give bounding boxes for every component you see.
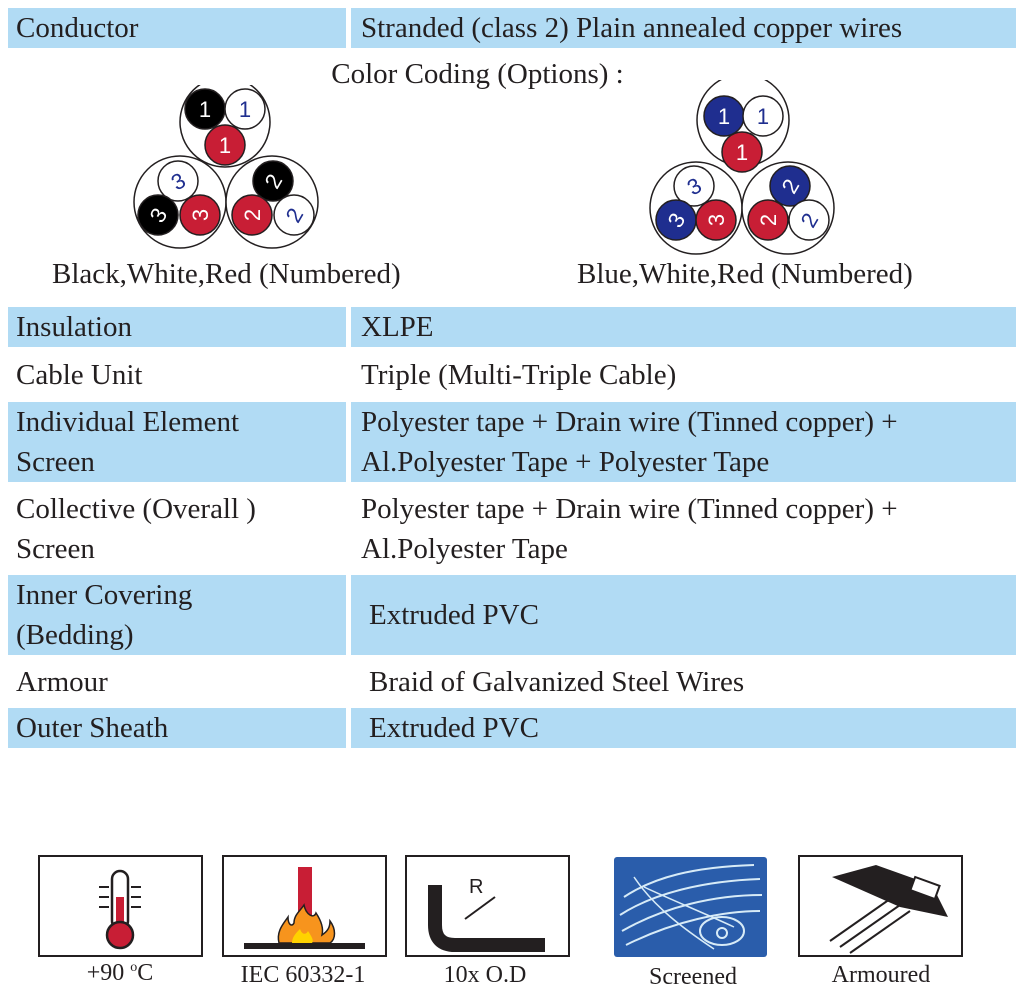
- num-2c: 2: [240, 209, 265, 221]
- num-1b: 1: [239, 97, 251, 122]
- color-option-caption-2: Blue,White,Red (Numbered): [577, 258, 913, 290]
- insulation-label: Insulation: [8, 307, 346, 347]
- triple-1: 1 1 1: [179, 85, 271, 168]
- row-outer-sheath: Outer Sheath Extruded PVC: [8, 708, 1016, 748]
- cable-unit-value: Triple (Multi-Triple Cable): [361, 359, 677, 391]
- core-b: [224, 88, 266, 130]
- screened-icon-box: [614, 857, 767, 957]
- row-collective-screen: Collective (Overall ) Screen Polyester t…: [8, 489, 1016, 569]
- screen-icon: [619, 864, 763, 950]
- row-cable-unit: Cable Unit Triple (Multi-Triple Cable): [8, 355, 1016, 395]
- num-2c: 2: [756, 214, 781, 226]
- armour-label: Armour: [16, 666, 108, 698]
- radius-letter: R: [469, 876, 483, 898]
- inner-covering-label-line1: Inner Covering: [16, 579, 193, 611]
- collective-screen-value-line2: Al.Polyester Tape: [361, 533, 568, 565]
- individual-screen-value-line1: Polyester tape + Drain wire (Tinned copp…: [361, 406, 898, 438]
- num-1c: 1: [219, 133, 231, 158]
- core-c: [204, 124, 246, 166]
- inner-covering-value: Extruded PVC: [351, 575, 1016, 655]
- armoured-caption: Armoured: [831, 962, 931, 988]
- outer-sheath-label: Outer Sheath: [8, 708, 346, 748]
- row-individual-screen: Individual Element Screen Polyester tape…: [8, 402, 1016, 482]
- row-conductor: Conductor Stranded (class 2) Plain annea…: [8, 8, 1016, 48]
- flame-caption: IEC 60332-1: [240, 962, 366, 988]
- conductor-label: Conductor: [8, 8, 346, 48]
- collective-screen-label-line1: Collective (Overall ): [16, 493, 256, 525]
- armoured-icon-box: [798, 855, 963, 957]
- num-3c: 3: [188, 209, 213, 221]
- bend-radius-icon: R: [428, 876, 545, 952]
- thermometer-icon: [99, 869, 141, 950]
- outer-sheath-value: Extruded PVC: [351, 708, 1016, 748]
- triple-3: 3 3 3: [133, 155, 227, 249]
- flame-icon: [244, 867, 365, 949]
- triple-3: 3 3 3: [649, 161, 743, 255]
- flame-icon-box: [222, 855, 387, 957]
- armour-icon: [829, 865, 948, 954]
- triple-2: 2 2 2: [225, 155, 319, 249]
- individual-screen-label-line1: Individual Element: [16, 406, 240, 438]
- individual-screen-value-line2: Al.Polyester Tape + Polyester Tape: [361, 446, 770, 478]
- num-1b: 1: [757, 104, 769, 129]
- num-3c: 3: [704, 214, 729, 226]
- screened-caption: Screened: [649, 964, 737, 989]
- triple-1: 1 1 1: [696, 80, 790, 173]
- armour-value: Braid of Galvanized Steel Wires: [369, 666, 745, 698]
- triple-2: 2 2 2: [741, 161, 835, 255]
- insulation-value: XLPE: [351, 307, 1016, 347]
- conductor-value: Stranded (class 2) Plain annealed copper…: [351, 8, 1016, 48]
- num-1c: 1: [736, 140, 748, 165]
- row-inner-covering: Inner Covering (Bedding) Extruded PVC: [8, 575, 1016, 655]
- inner-covering-label-line2: (Bedding): [16, 619, 134, 651]
- row-armour: Armour Braid of Galvanized Steel Wires: [8, 662, 1016, 702]
- collective-screen-value-line1: Polyester tape + Drain wire (Tinned copp…: [361, 493, 898, 525]
- color-option-caption-1: Black,White,Red (Numbered): [52, 258, 401, 290]
- bend-caption: 10x O.D: [443, 962, 527, 988]
- cable-unit-label: Cable Unit: [16, 359, 143, 391]
- bend-icon-box: R: [405, 855, 570, 957]
- temperature-icon-box: [38, 855, 203, 957]
- individual-screen-label-line2: Screen: [16, 446, 95, 478]
- color-coding-diagram-2: 1 1 1 3 3 3 2 2 2: [649, 80, 835, 255]
- collective-screen-label-line2: Screen: [16, 533, 95, 565]
- temperature-caption: +90 oC: [86, 960, 154, 986]
- color-coding-title: Color Coding (Options) :: [331, 58, 624, 90]
- num-1a: 1: [718, 104, 730, 129]
- color-coding-diagram-1: 1 1 1 3 3 3 2 2 2: [133, 85, 319, 249]
- row-insulation: Insulation XLPE: [8, 307, 1016, 347]
- num-1a: 1: [199, 97, 211, 122]
